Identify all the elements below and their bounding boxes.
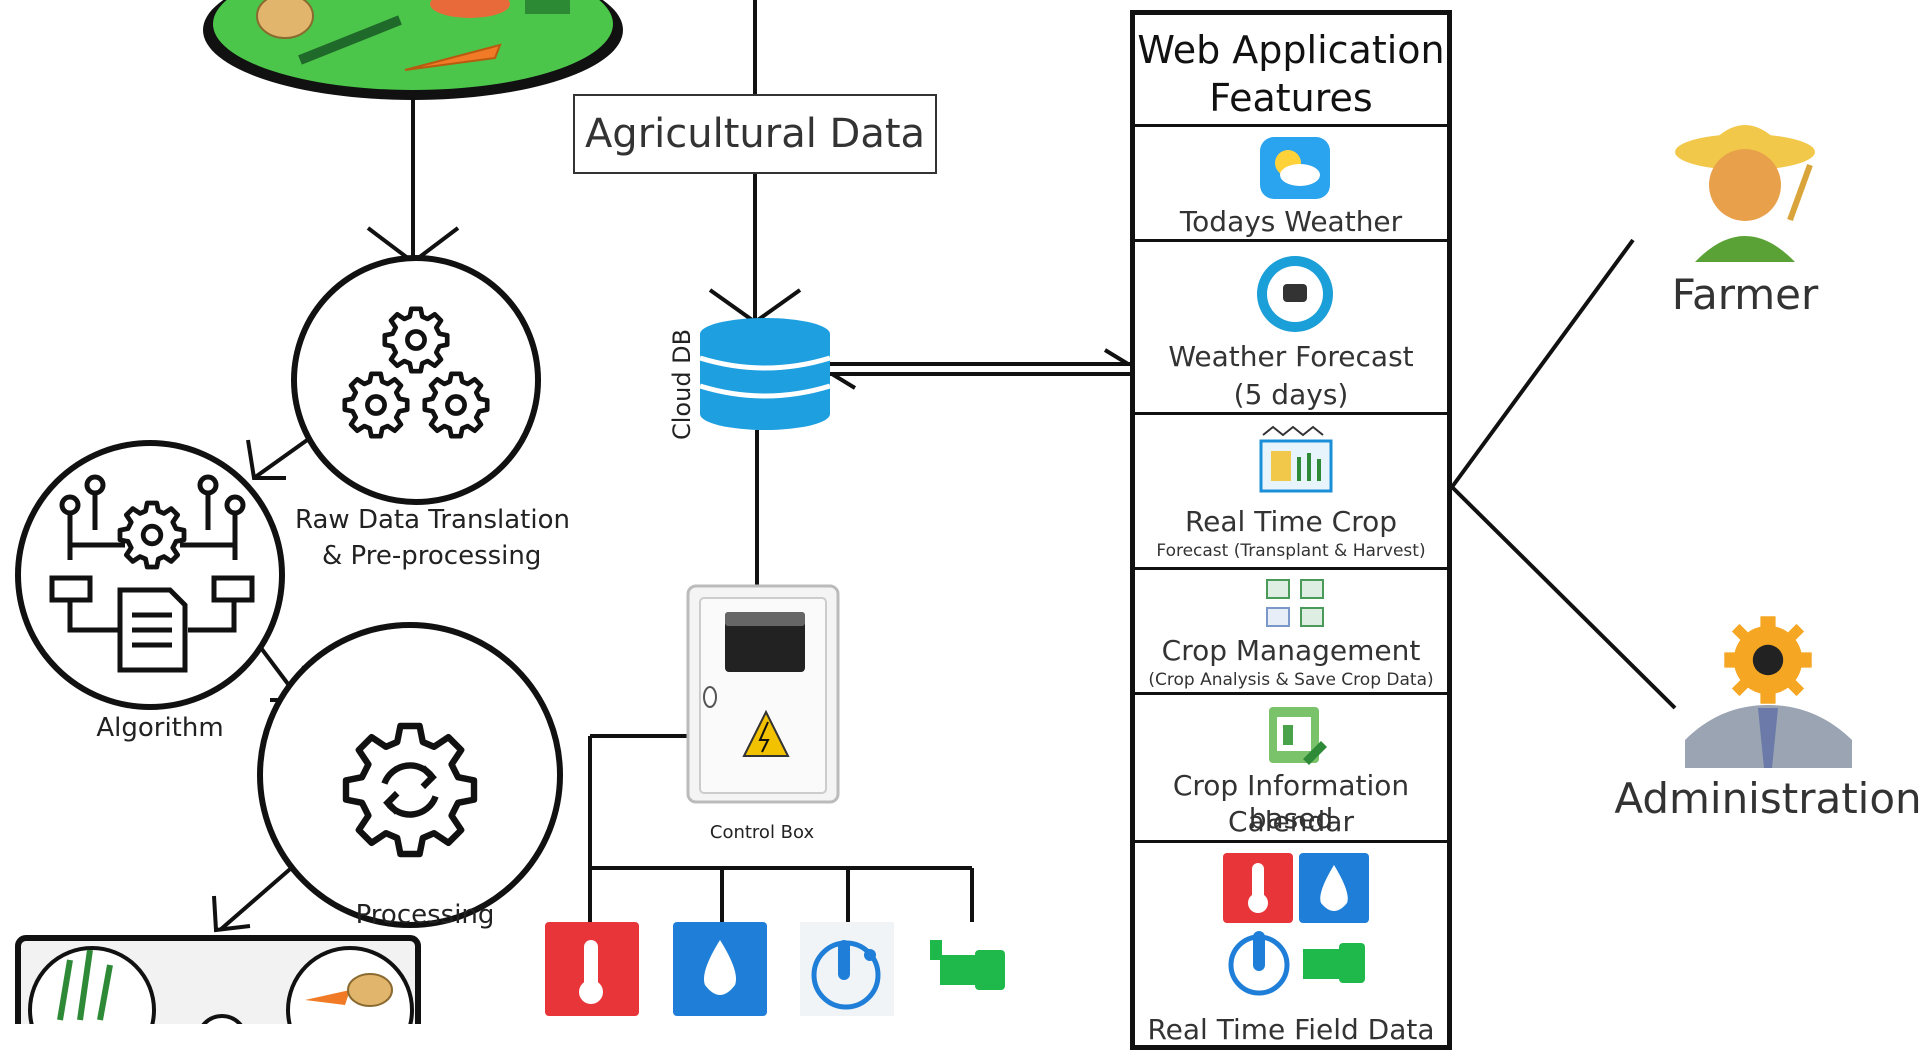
administration-label: Administration [1614,774,1920,823]
crop-forecast-icon [1259,425,1333,493]
agricultural-data-box: Agricultural Data [573,94,937,174]
weather-forecast-icon [1257,256,1333,332]
panel-title-line2: Features [1209,76,1373,120]
feature-real-time-field-data: Real Time Field Data [1135,843,1447,1055]
algorithm-icon [15,440,285,710]
raw-data-label-line2: & Pre-processing [322,541,542,571]
food-plate-illustration [203,0,623,100]
raw-data-label-line1: Raw Data Translation [295,505,570,535]
control-box-icon [686,584,840,804]
farmer-icon [1675,125,1815,262]
control-box-label: Control Box [709,822,815,843]
soil-moisture-sensor-icon [800,922,894,1016]
agricultural-data-label: Agricultural Data [584,111,926,157]
weather-sun-cloud-icon [1260,137,1330,199]
administration-icon [1685,616,1852,768]
algorithm-label: Algorithm [96,713,224,743]
feature-subtitle: Forecast (Transplant & Harvest) [1156,541,1426,561]
raw-data-gears-icon [291,255,541,505]
cloud-db-icon [699,318,831,430]
feature-title-line2: (5 days) [1233,378,1349,411]
feature-crop-calendar: Crop Information based Calendar [1135,695,1447,843]
crop-management-icon [1266,579,1324,627]
feature-crop-management: Crop Management (Crop Analysis & Save Cr… [1135,570,1447,695]
feature-title: Real Time Crop [1184,505,1398,538]
feature-real-time-crop: Real Time Crop Forecast (Transplant & Ha… [1135,415,1447,570]
feature-title-line2: Calendar [1228,805,1354,838]
feature-title-line1: Weather Forecast [1168,340,1414,373]
farmer-label: Farmer [1671,270,1819,319]
web-application-features-panel: Web Application Features Todays Weather … [1130,10,1452,1050]
feature-title-line1: Crop Information based [1172,769,1410,835]
panel-title-line1: Web Application [1137,28,1445,72]
processing-icon [257,622,563,928]
processing-label: Processing [355,900,495,930]
feature-title: Todays Weather [1179,205,1403,238]
crop-calendar-icon [1269,707,1327,765]
feature-weather-forecast: Weather Forecast (5 days) [1135,242,1447,415]
feature-subtitle: (Crop Analysis & Save Crop Data) [1148,670,1434,690]
diagram-canvas [15,0,1852,1024]
panel-header: Web Application Features [1135,15,1447,127]
temperature-sensor-icon [545,922,639,1016]
cloud-db-label: Cloud DB [668,328,696,440]
field-sensors-icon [1223,853,1369,996]
feature-title: Crop Management [1161,634,1421,667]
feature-title: Real Time Field Data [1147,1013,1435,1046]
results-box [15,935,421,1024]
humidity-sensor-icon [673,922,767,1016]
water-pump-icon [930,940,1005,990]
feature-todays-weather: Todays Weather [1135,127,1447,242]
